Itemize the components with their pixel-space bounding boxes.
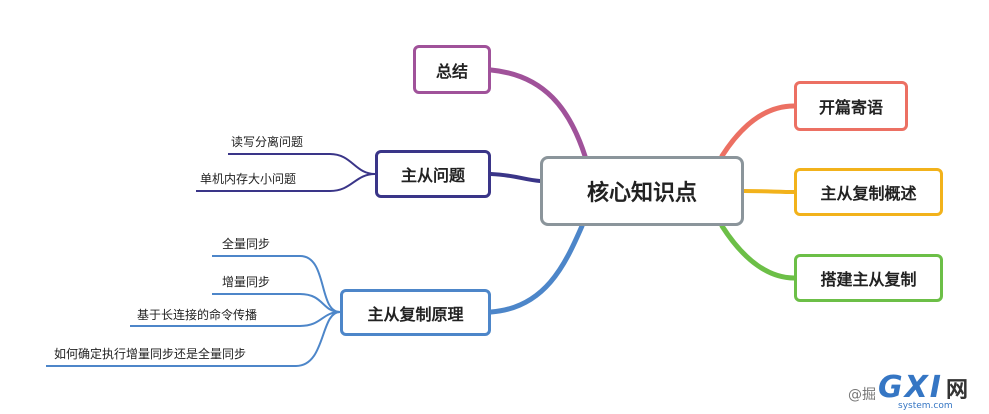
center-node: 核心知识点 bbox=[540, 156, 744, 226]
watermark-logo: GXI 网 system.com bbox=[878, 370, 982, 412]
connector-issues bbox=[489, 172, 542, 183]
branch-issues: 主从问题 bbox=[375, 150, 491, 198]
branch-summary: 总结 bbox=[413, 45, 491, 94]
watermark-net: 网 bbox=[946, 378, 969, 403]
leaf-line-issues-1 bbox=[228, 153, 376, 175]
leaf-issues-read-write-split: 读写分离问题 bbox=[231, 135, 304, 149]
branch-preface: 开篇寄语 bbox=[794, 81, 908, 131]
leaf-principle-incremental-sync: 增量同步 bbox=[222, 275, 271, 289]
watermark-at: @掘 bbox=[848, 387, 876, 403]
watermark-domain: system.com bbox=[898, 401, 953, 411]
leaf-principle-full-sync: 全量同步 bbox=[222, 237, 271, 251]
leaf-principle-sync-decision: 如何确定执行增量同步还是全量同步 bbox=[54, 347, 247, 361]
watermark: @掘 GXI 网 system.com bbox=[848, 370, 982, 412]
connector-overview bbox=[742, 189, 796, 194]
leaf-principle-command-propagation: 基于长连接的命令传播 bbox=[137, 308, 258, 322]
connector-setup bbox=[719, 223, 797, 281]
leaf-line-principle-1 bbox=[212, 255, 341, 313]
watermark-gxi: GXI bbox=[878, 370, 943, 405]
connector-summary bbox=[488, 67, 588, 159]
leaf-line-principle-4 bbox=[46, 311, 341, 367]
leaf-line-issues-2 bbox=[196, 173, 376, 192]
branch-principle: 主从复制原理 bbox=[340, 289, 491, 336]
branch-setup: 搭建主从复制 bbox=[794, 254, 943, 302]
leaf-issues-memory-size: 单机内存大小问题 bbox=[200, 172, 297, 186]
connector-preface bbox=[719, 103, 797, 159]
branch-overview: 主从复制概述 bbox=[794, 168, 943, 216]
connector-principle bbox=[488, 223, 585, 315]
leaf-line-principle-2 bbox=[212, 293, 341, 313]
